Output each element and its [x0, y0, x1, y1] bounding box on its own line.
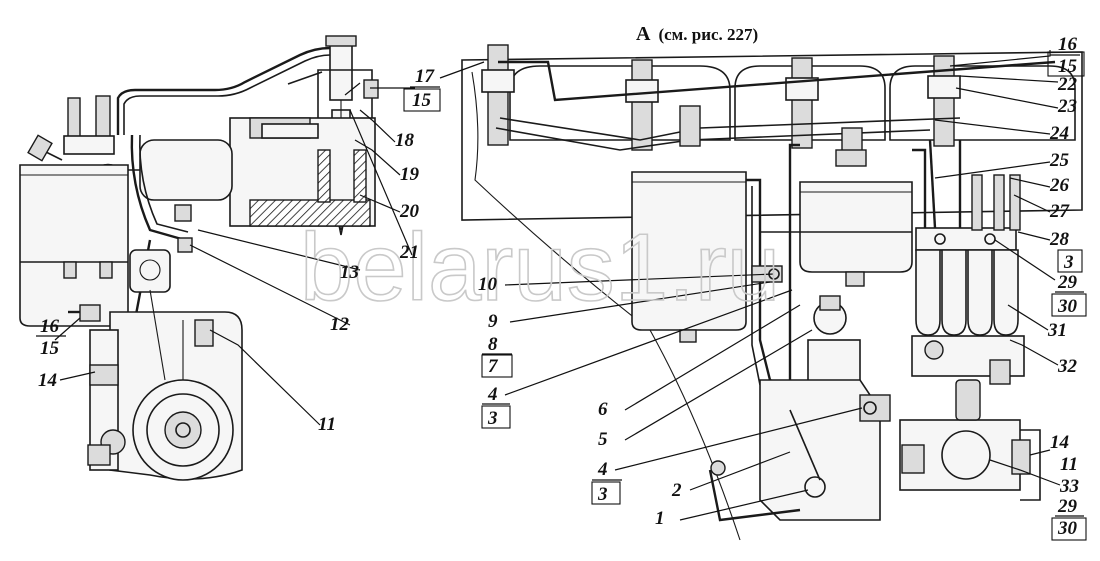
callout-29: 29: [1057, 496, 1078, 517]
callout-11: 11: [1060, 454, 1078, 475]
callout-9: 9: [488, 311, 498, 332]
callout-14: 14: [38, 370, 57, 391]
callout-6: 6: [598, 399, 608, 420]
injector-clamp: [261, 123, 319, 139]
callout-3: 3: [597, 484, 608, 505]
callout-3: 3: [1063, 252, 1074, 273]
callout-24: 24: [1049, 123, 1069, 144]
callout-20: 20: [399, 201, 420, 222]
callout-15: 15: [1058, 56, 1078, 77]
callout-4: 4: [487, 384, 498, 405]
fine-fuel-filter: [799, 181, 913, 273]
callout-18: 18: [395, 130, 415, 151]
callout-16: 16: [1058, 34, 1078, 55]
callout-15: 15: [412, 90, 432, 111]
watermark: belarus1.ru: [300, 214, 780, 321]
callout-12: 12: [330, 314, 350, 335]
callout-29: 29: [1057, 272, 1078, 293]
callout-28: 28: [1049, 229, 1070, 250]
callout-33: 33: [1059, 476, 1079, 497]
control-lever: [708, 469, 801, 522]
callout-2: 2: [671, 480, 682, 501]
callout-25: 25: [1049, 150, 1070, 171]
return-line: [498, 60, 1056, 102]
bracket-14: [89, 364, 119, 386]
callout-27: 27: [1049, 201, 1071, 222]
callout-4: 4: [597, 459, 608, 480]
callout-32: 32: [1057, 356, 1078, 377]
callout-16: 16: [40, 316, 60, 337]
injection-pump-body: [759, 379, 881, 521]
callout-23: 23: [1057, 96, 1077, 117]
priming-pump: [129, 249, 171, 293]
callout-1: 1: [655, 508, 665, 529]
view-title: А (см. рис. 227): [636, 23, 758, 45]
high-pressure-line: [116, 46, 340, 135]
left-engine-view: [19, 35, 379, 481]
callout-14: 14: [1050, 432, 1069, 453]
engine-silhouette: [471, 71, 741, 541]
callout-7: 7: [488, 356, 499, 377]
callout-26: 26: [1049, 175, 1070, 196]
callout-19: 19: [400, 164, 420, 185]
callout-30: 30: [1057, 518, 1078, 539]
callout-labels: 16 15 22 23 24 25 26 27 28 3 29 30 31 32…: [36, 34, 1087, 541]
callout-21: 21: [399, 242, 419, 263]
callout-30: 30: [1057, 296, 1078, 317]
callout-8: 8: [488, 334, 498, 355]
right-engine-view: [461, 44, 1083, 541]
fuel-filter-left: [19, 164, 129, 327]
callout-11: 11: [318, 414, 336, 435]
callout-3: 3: [487, 408, 498, 429]
callout-22: 22: [1057, 74, 1078, 95]
callout-13: 13: [340, 262, 359, 283]
cylinder-head-cover: [461, 51, 1083, 221]
callout-5: 5: [598, 429, 608, 450]
banjo-fitting-16: [79, 304, 101, 322]
pump-sections: [915, 249, 1019, 336]
callout-17: 17: [415, 66, 436, 87]
leader-lines: [54, 50, 1061, 521]
callout-10: 10: [478, 274, 498, 295]
pump-line-bracket: [915, 227, 1017, 251]
callout-31: 31: [1047, 320, 1067, 341]
injector-2: [631, 59, 653, 151]
head-section-hatch: [249, 199, 371, 227]
return-pipe-housing: [139, 139, 233, 201]
callout-15: 15: [40, 338, 60, 359]
